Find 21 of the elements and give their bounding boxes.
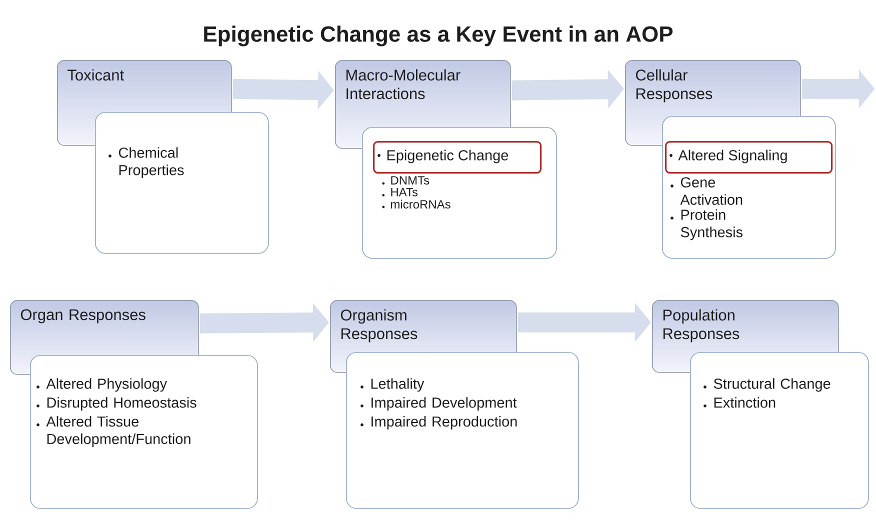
bullet-item: microRNAs xyxy=(382,200,450,209)
highlighted-item: Epigenetic Change xyxy=(373,141,542,174)
bullet-item: Disrupted Homeostasis xyxy=(36,397,196,411)
bullet-item: Extinction xyxy=(704,397,776,408)
bullet-item: HATs xyxy=(382,188,418,196)
bullet-item: Lethality xyxy=(360,378,424,392)
highlighted-item: Altered Signaling xyxy=(665,141,833,174)
title: Epigenetic Change as a Key Event in an AOP xyxy=(204,26,673,46)
bullet-item: Gene Activation xyxy=(670,177,742,205)
bullet-item: Impaired Reproduction xyxy=(360,416,517,430)
detail-box xyxy=(95,112,269,254)
detail-box xyxy=(690,352,869,509)
bullet-item: Altered Physiology xyxy=(36,378,168,392)
bullet-item: Structural Change xyxy=(704,378,830,392)
bullet-item: Chemical Properties xyxy=(108,147,184,178)
bullet-item: Altered Tissue Development/Function xyxy=(36,416,190,447)
bullet-item: DNMTs xyxy=(382,176,430,185)
bullet-item: Impaired Development xyxy=(360,397,517,411)
bullet-item: Protein Synthesis xyxy=(670,209,743,240)
detail-box xyxy=(30,355,258,509)
detail-box xyxy=(346,352,579,509)
